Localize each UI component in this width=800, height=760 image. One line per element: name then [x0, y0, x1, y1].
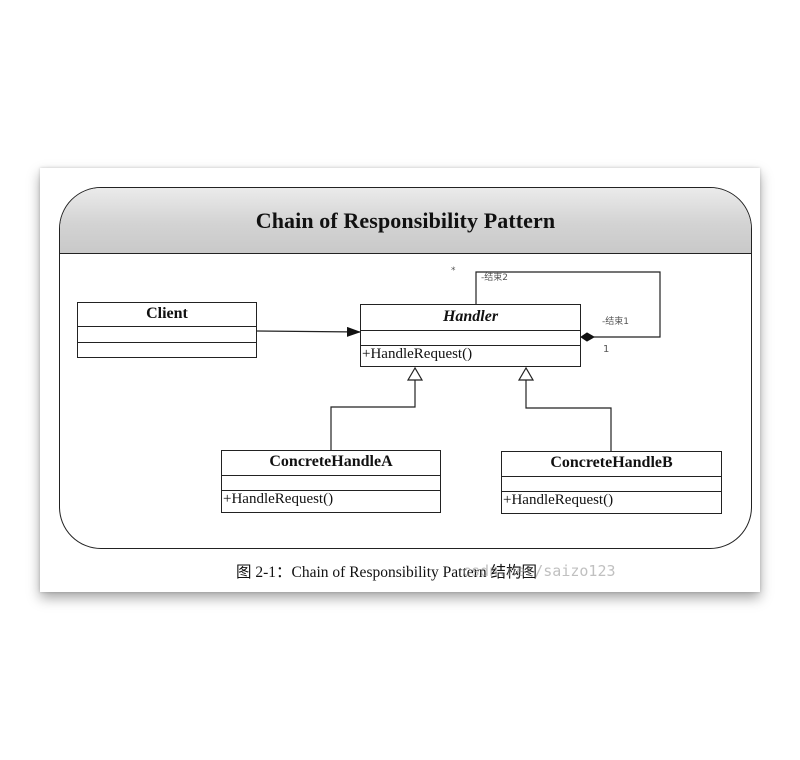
- handler-attributes: [361, 331, 580, 346]
- concrete-handle-b-operations: +HandleRequest(): [503, 492, 614, 508]
- role-label-1: -结束1: [602, 317, 629, 327]
- figure-caption: 图 2-1：Chain of Responsibility Pattern 结构…: [236, 564, 537, 581]
- concrete-handle-b-name: ConcreteHandleB: [502, 452, 721, 477]
- handler-class-name: Handler: [361, 305, 580, 331]
- diagram-frame: Chain of Responsibility Pattern: [59, 187, 752, 549]
- client-class: Client: [77, 302, 257, 358]
- concrete-handle-b-class: ConcreteHandleB +HandleRequest(): [501, 451, 722, 514]
- watermark: csdn.net/saizo123: [462, 562, 616, 580]
- role-label-2: -结束2: [481, 273, 508, 283]
- concrete-handle-a-class: ConcreteHandleA +HandleRequest(): [221, 450, 441, 513]
- client-class-name: Client: [78, 303, 256, 327]
- handler-operations: +HandleRequest(): [362, 346, 473, 362]
- concrete-handle-a-attributes: [222, 476, 440, 491]
- diagram-header: Chain of Responsibility Pattern: [60, 188, 751, 254]
- handler-class: Handler +HandleRequest(): [360, 304, 581, 367]
- concrete-handle-a-operations: +HandleRequest(): [223, 491, 334, 507]
- multiplicity-top-label: *: [451, 266, 456, 276]
- client-attributes: [78, 327, 256, 343]
- concrete-handle-a-name: ConcreteHandleA: [222, 451, 440, 476]
- diagram-title: Chain of Responsibility Pattern: [255, 208, 556, 233]
- multiplicity-bottom-label: 1: [603, 344, 610, 355]
- concrete-handle-b-attributes: [502, 477, 721, 492]
